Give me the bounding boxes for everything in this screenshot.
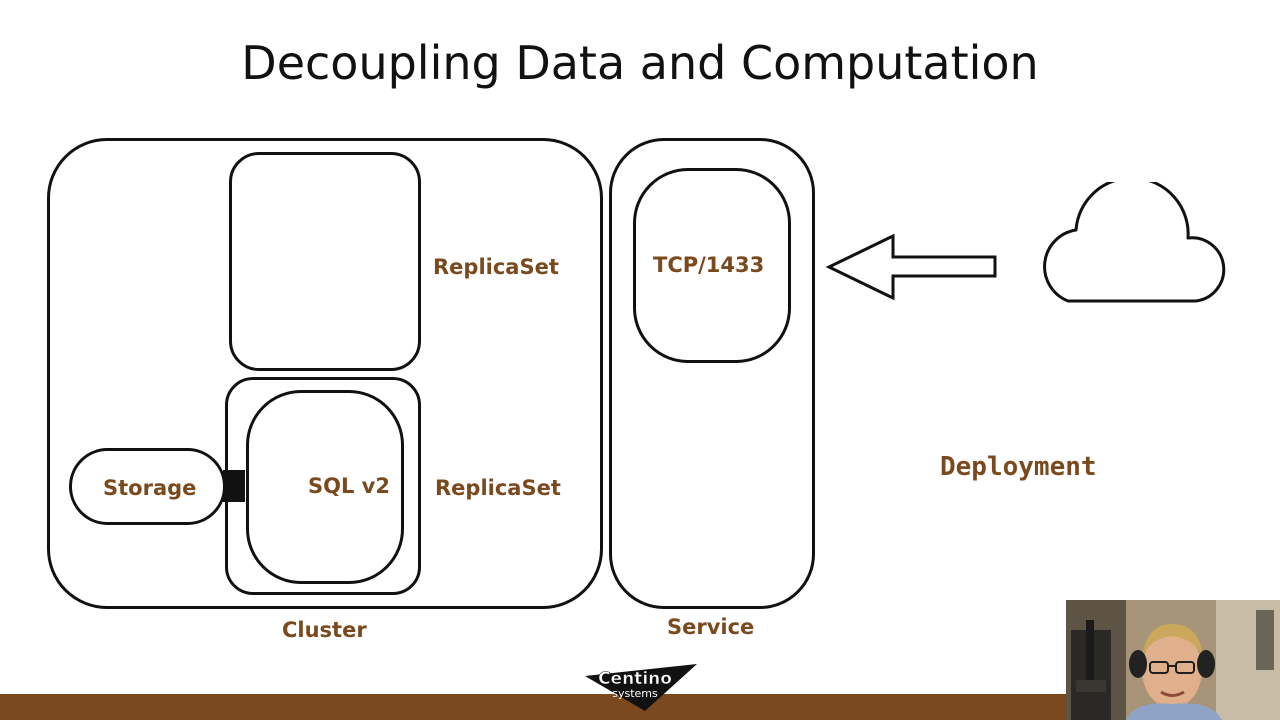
webcam-overlay (1066, 600, 1280, 720)
arrow-left-icon (825, 233, 997, 301)
storage-label: Storage (103, 476, 197, 500)
replicaset-top-label: ReplicaSet (433, 255, 559, 279)
cloud-icon (1043, 182, 1226, 303)
sql-pod-box (246, 390, 404, 584)
service-box (609, 138, 815, 609)
logo-text-sub: systems (612, 687, 658, 700)
slide-title: Decoupling Data and Computation (241, 36, 1039, 90)
replicaset-top-box (229, 152, 421, 371)
tcp-pod-box (633, 168, 791, 363)
cluster-label: Cluster (282, 618, 367, 642)
centino-logo: Centino systems (585, 662, 697, 712)
service-label: Service (667, 615, 755, 639)
logo-text-main: Centino (598, 669, 672, 689)
cluster-box (47, 138, 603, 609)
tcp-label: TCP/1433 (653, 253, 765, 277)
replicaset-bottom-label: ReplicaSet (435, 476, 561, 500)
sql-label: SQL v2 (308, 474, 390, 498)
storage-connector (223, 470, 245, 502)
deployment-label: Deployment (940, 452, 1097, 482)
